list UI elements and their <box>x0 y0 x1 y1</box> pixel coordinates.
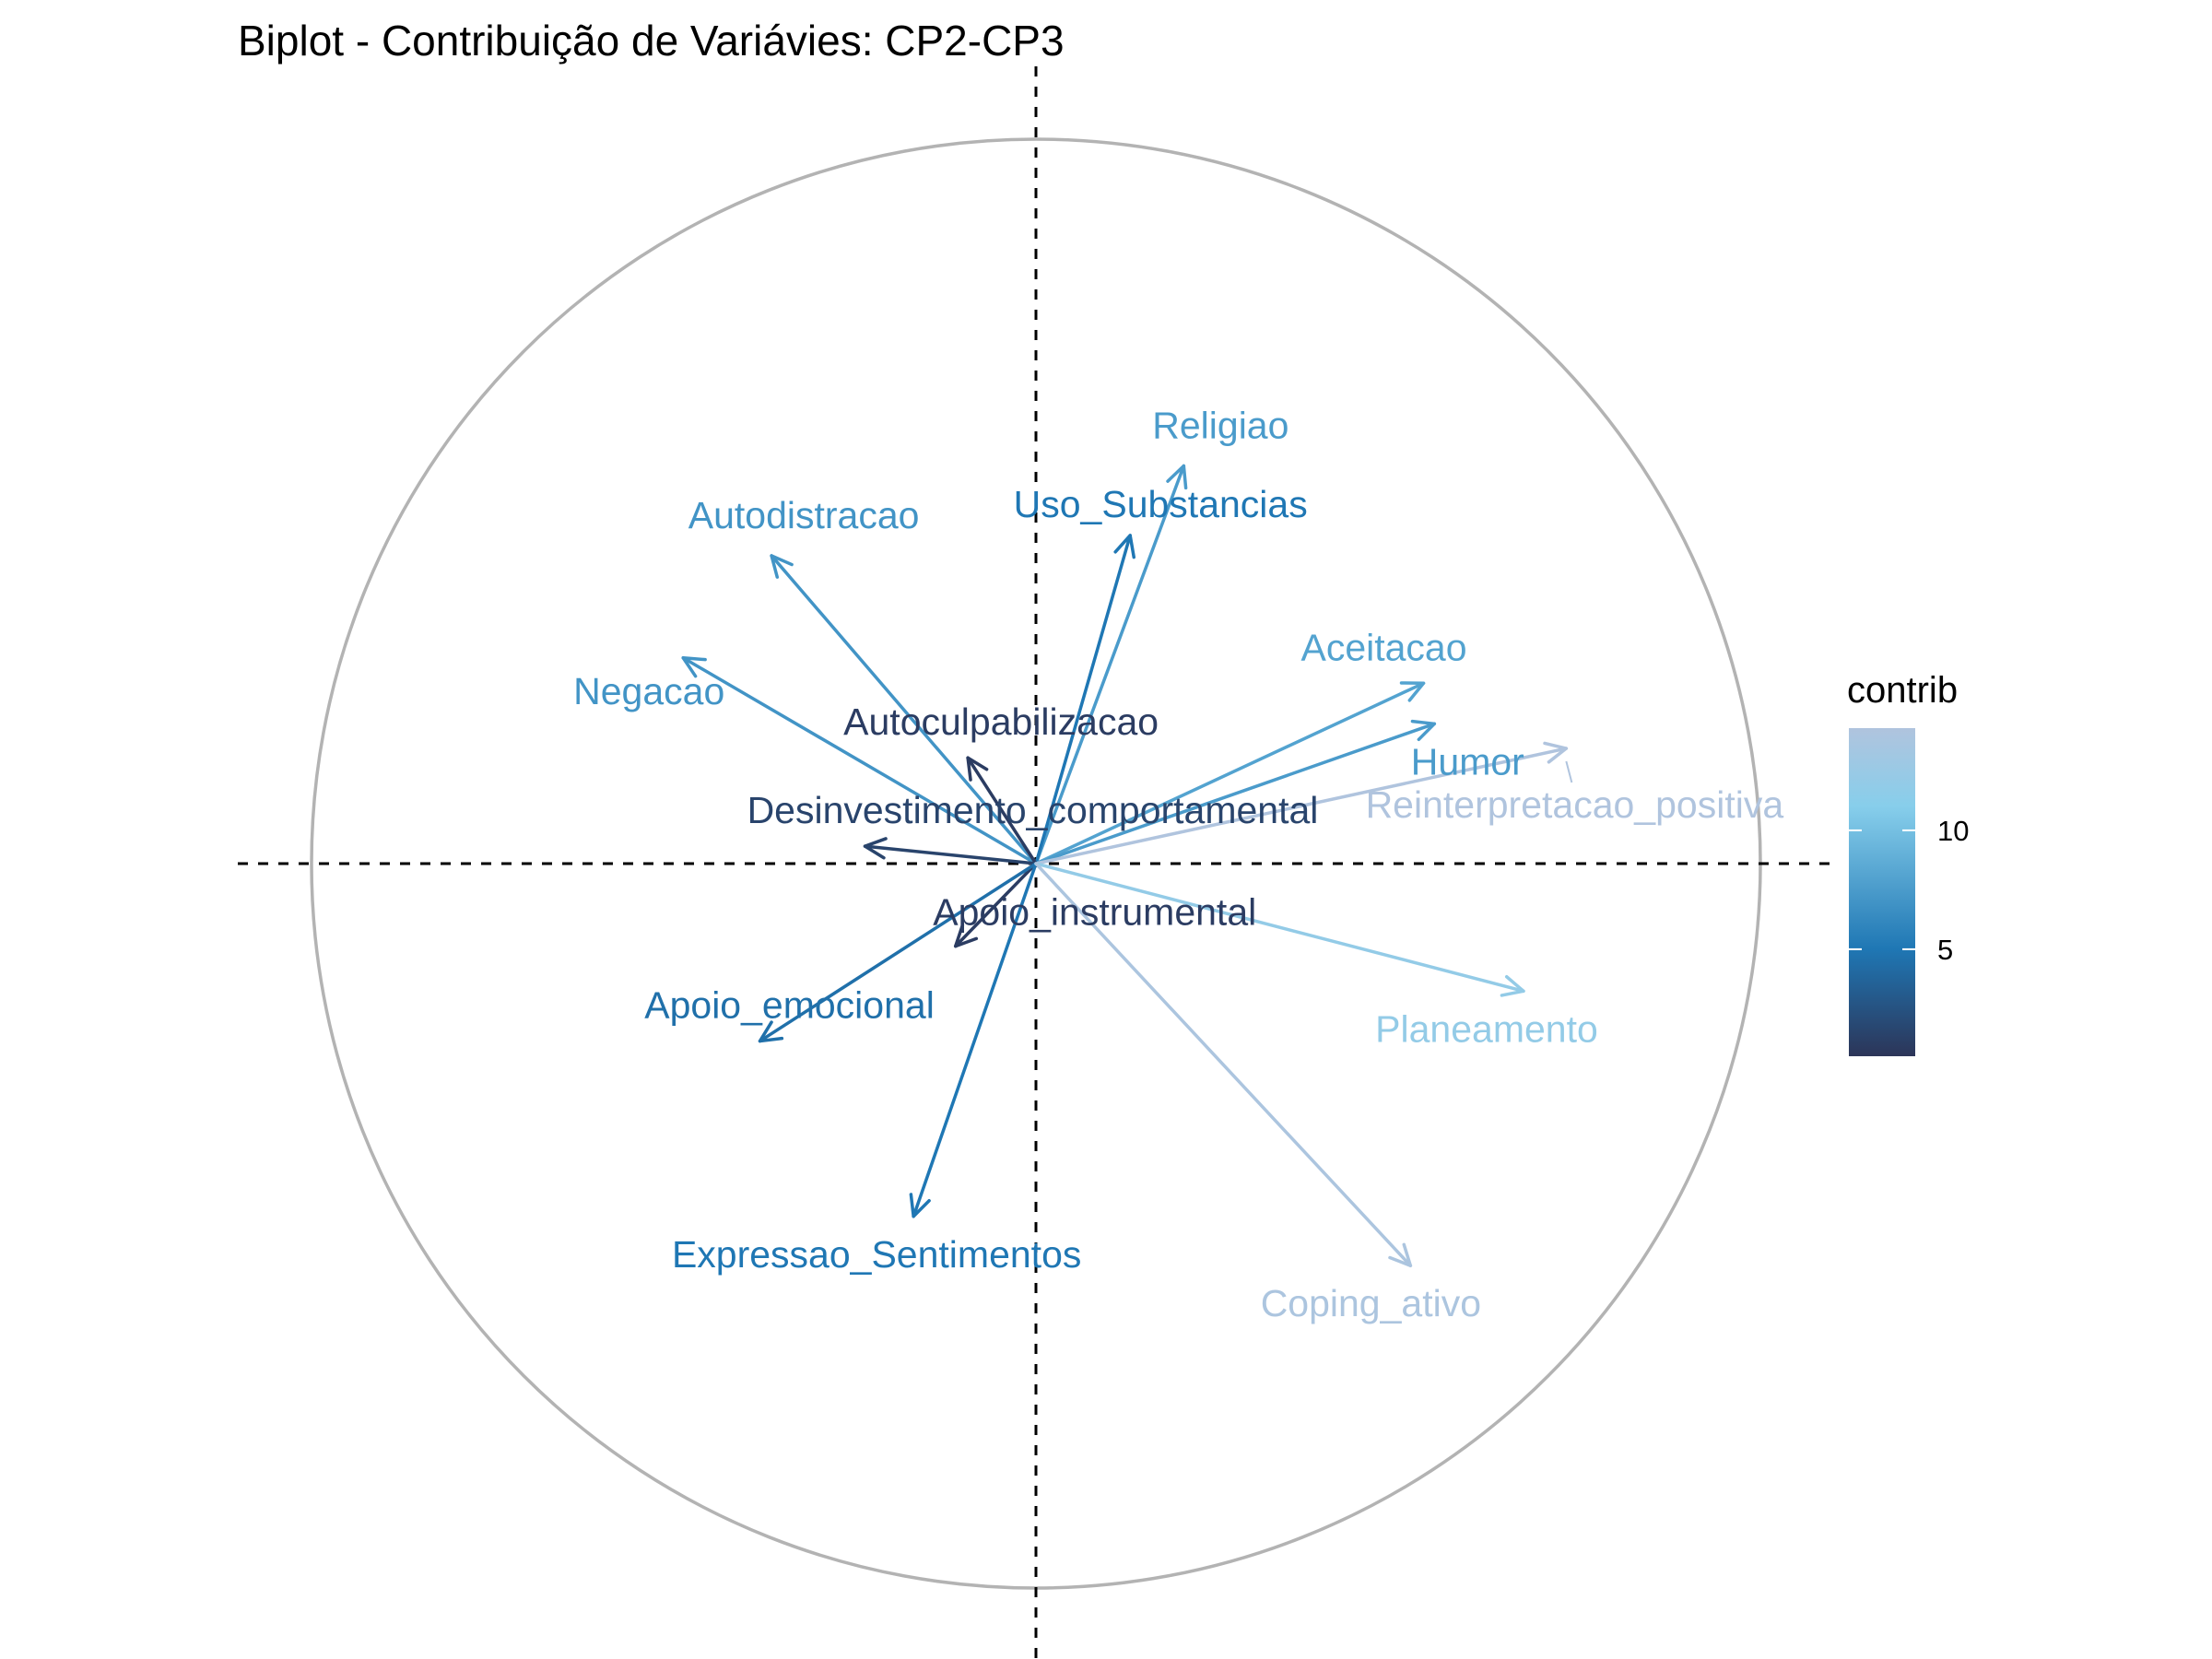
legend: contrib 5 10 <box>1847 670 1969 1056</box>
arrow-Autoculpabilizacao <box>966 756 1038 865</box>
legend-tick-label: 10 <box>1937 815 1969 847</box>
arrow-Desinvestimento_comportamental <box>863 837 1038 865</box>
label-Negacao: Negacao <box>573 670 724 712</box>
arrow-Uso_Substancias <box>1034 534 1136 865</box>
label-Autodistracao: Autodistracao <box>688 494 920 536</box>
arrow-Apoio_emocional <box>758 862 1038 1043</box>
label-Autoculpabilizacao: Autoculpabilizacao <box>843 700 1159 743</box>
arrow-Expressao_Sentimentos <box>909 862 1038 1218</box>
arrow-Apoio_instrumental <box>954 862 1038 948</box>
legend-title: contrib <box>1847 670 1958 711</box>
arrow-Coping_ativo <box>1034 862 1413 1267</box>
label-Desinvestimento_comportamental: Desinvestimento_comportamental <box>747 789 1319 831</box>
legend-tick-label: 5 <box>1937 934 1953 966</box>
label-Reinterpretacao_positiva: Reinterpretacao_positiva <box>1366 783 1784 826</box>
arrow-Negacao <box>681 656 1038 865</box>
label-Apoio_instrumental: Apoio_instrumental <box>933 891 1256 934</box>
variable-arrows <box>681 464 1569 1267</box>
arrow-Aceitacao <box>1034 681 1426 865</box>
label-Expressao_Sentimentos: Expressao_Sentimentos <box>672 1233 1081 1276</box>
arrow-Reinterpretacao_positiva <box>1034 741 1569 865</box>
label-Religiao: Religiao <box>1152 404 1288 446</box>
arrow-Religiao <box>1034 464 1188 865</box>
label-Humor: Humor <box>1411 740 1524 782</box>
legend-colorbar <box>1849 728 1915 1056</box>
label-Planeamento: Planeamento <box>1375 1007 1598 1050</box>
label-Coping_ativo: Coping_ativo <box>1261 1282 1481 1324</box>
arrow-Humor <box>1034 719 1437 865</box>
arrow-Planeamento <box>1034 862 1525 997</box>
arrow-Autodistracao <box>770 554 1038 865</box>
label-Apoio_emocional: Apoio_emocional <box>644 984 935 1027</box>
label-Aceitacao: Aceitacao <box>1300 626 1466 668</box>
label-Uso_Substancias: Uso_Substancias <box>1014 483 1308 525</box>
leader-Reinterpretacao_positiva <box>1565 760 1573 783</box>
chart-title: Biplot - Contribuição de Variávies: CP2-… <box>238 17 1065 65</box>
